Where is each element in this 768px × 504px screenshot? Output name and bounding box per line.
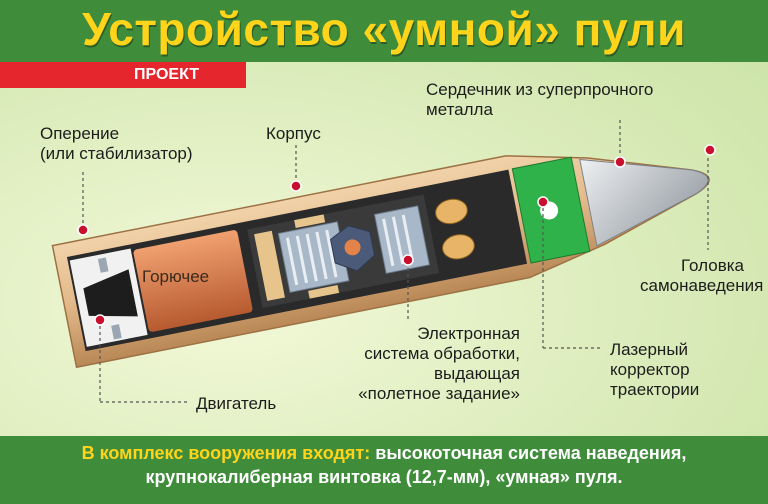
engine-nozzle <box>83 269 138 317</box>
label-electronics-line3: выдающая <box>433 364 520 383</box>
label-homing-line2: самонаведения <box>640 276 764 295</box>
label-laser-line2: корректор <box>610 360 690 379</box>
label-core: Сердечник из суперпрочного металла <box>426 80 653 120</box>
page-title: Устройство «умной» пули <box>82 3 686 55</box>
label-body: Корпус <box>266 124 321 143</box>
label-homing: Головка самонаведения <box>640 256 764 296</box>
project-tag: ПРОЕКТ <box>0 62 246 88</box>
label-electronics-line1: Электронная <box>417 324 520 343</box>
label-fins: Оперение (или стабилизатор) <box>40 124 193 164</box>
label-laser-line3: траектории <box>610 380 700 399</box>
footer-line1-text: высокоточная система наведения, <box>375 443 687 463</box>
label-core-line2: металла <box>426 100 493 119</box>
label-fins-line2: (или стабилизатор) <box>40 144 193 163</box>
label-core-line1: Сердечник из суперпрочного <box>426 80 654 99</box>
marker-engine <box>94 314 106 326</box>
footer-lead: В комплекс вооружения входят: <box>81 443 371 463</box>
footer-text: В комплекс вооружения входят: высокоточн… <box>0 441 768 489</box>
homing-tip <box>579 158 709 247</box>
marker-core <box>614 156 626 168</box>
marker-fins <box>77 224 89 236</box>
footer-line2: крупнокалиберная винтовка (12,7-мм), «ум… <box>145 467 623 487</box>
label-electronics-line2: система обработки, <box>364 344 520 363</box>
label-laser: Лазерный корректор траектории <box>610 340 699 400</box>
marker-homing <box>704 144 716 156</box>
footer-line1: В комплекс вооружения входят: высокоточн… <box>0 441 768 465</box>
label-laser-line1: Лазерный <box>610 340 689 359</box>
label-fuel: Горючее <box>142 267 210 286</box>
fuel-tank <box>133 230 253 332</box>
label-electronics: Электронная система обработки, выдающая … <box>332 324 520 404</box>
project-tag-label: ПРОЕКТ <box>134 66 200 83</box>
title-bar <box>0 0 768 62</box>
label-fins-line1: Оперение <box>40 124 120 143</box>
marker-body <box>290 180 302 192</box>
label-homing-line1: Головка <box>680 256 744 275</box>
marker-laser <box>537 196 549 208</box>
footer-bar <box>0 436 768 504</box>
label-engine: Двигатель <box>196 394 277 413</box>
label-electronics-line4: «полетное задание» <box>358 384 520 403</box>
marker-electronics <box>402 254 414 266</box>
